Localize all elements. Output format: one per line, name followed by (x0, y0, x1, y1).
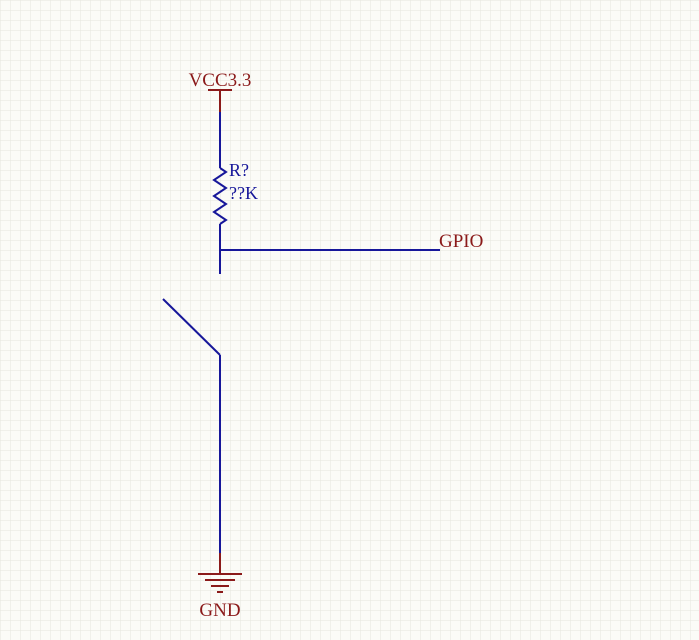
resistor-value: ??K (229, 183, 258, 203)
resistor[interactable]: R? ??K (212, 160, 258, 225)
vcc-power-port[interactable]: VCC3.3 (189, 70, 252, 112)
push-switch[interactable] (162, 298, 221, 356)
gpio-net-label[interactable]: GPIO (439, 231, 483, 252)
resistor-designator: R? (229, 160, 249, 180)
gnd-label: GND (199, 600, 240, 621)
resistor-zigzag-icon (212, 167, 228, 225)
gnd-power-port[interactable]: GND (198, 553, 242, 621)
switch-lever (162, 298, 221, 356)
vcc-label: VCC3.3 (189, 70, 252, 91)
